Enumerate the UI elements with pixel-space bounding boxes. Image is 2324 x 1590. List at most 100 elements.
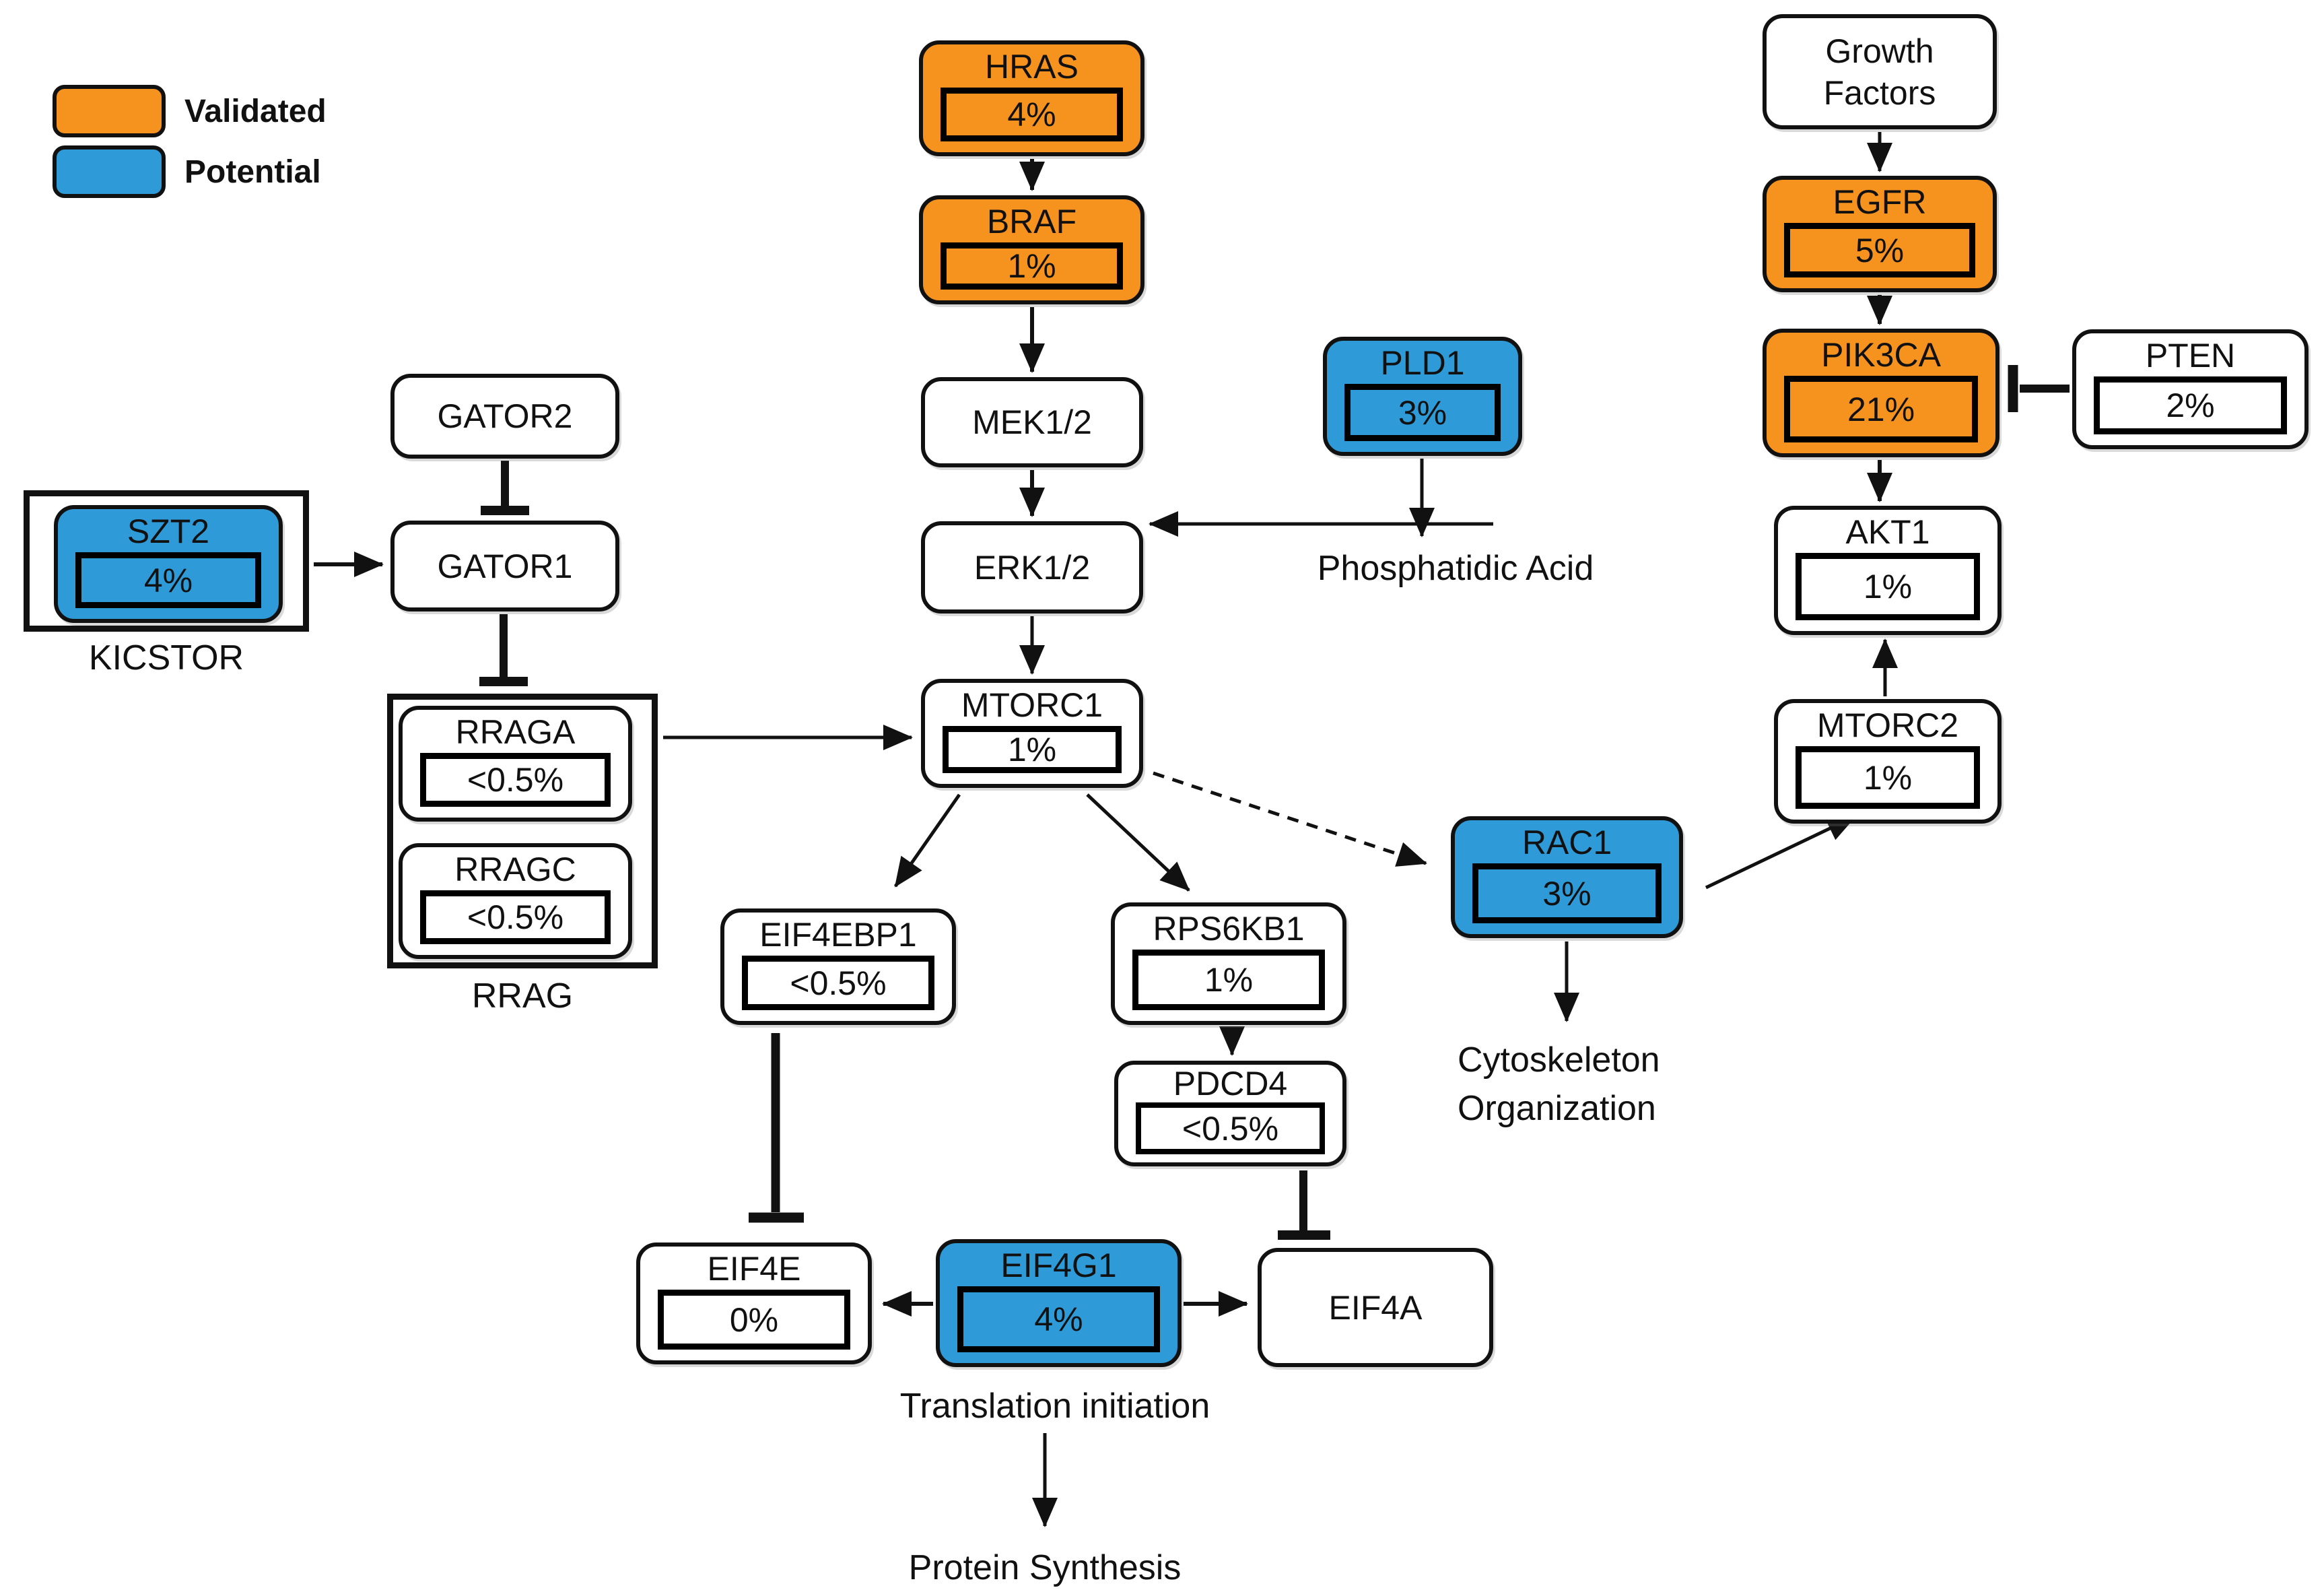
node-title-hras: HRAS — [985, 48, 1079, 86]
node-frequency-box-eif4ebp1: <0.5% — [742, 956, 934, 1010]
node-frequency-value-rraga: <0.5% — [467, 761, 564, 799]
node-frequency-value-rps6kb1: 1% — [1204, 961, 1254, 999]
node-title-akt1: AKT1 — [1845, 513, 1930, 551]
node-frequency-value-eif4ebp1: <0.5% — [790, 964, 887, 1002]
node-title-pik3ca: PIK3CA — [1821, 336, 1941, 374]
legend-item-validated: Validated — [53, 84, 327, 139]
node-frequency-box-pdcd4: <0.5% — [1136, 1102, 1325, 1154]
node-title-line: GATOR1 — [437, 547, 573, 585]
node-frequency-value-braf: 1% — [1007, 247, 1056, 285]
node-rraga: RRAGA <0.5% — [399, 706, 632, 822]
node-frequency-box-rragc: <0.5% — [420, 890, 611, 944]
edge-rac1-mtorc2-arrow — [1705, 814, 1857, 890]
node-frequency-box-rraga: <0.5% — [420, 753, 611, 807]
node-frequency-box-eif4g1: 4% — [957, 1286, 1160, 1352]
edge-mtorc1-eif4ebp1-arrow — [893, 793, 961, 888]
node-frequency-value-pld1: 3% — [1398, 393, 1447, 432]
node-frequency-value-szt2: 4% — [143, 561, 193, 599]
node-frequency-value-akt1: 1% — [1863, 568, 1913, 605]
legend-label-potential: Potential — [184, 154, 321, 190]
node-title-pten: PTEN — [2145, 337, 2236, 374]
label-line: Organization — [1458, 1089, 1656, 1128]
node-szt2: SZT2 4% — [54, 505, 283, 623]
node-mtorc2: MTORC2 1% — [1774, 699, 2002, 824]
node-frequency-value-mtorc2: 1% — [1863, 758, 1913, 797]
node-frequency-value-hras: 4% — [1007, 96, 1056, 133]
node-title-eif4a: EIF4A — [1262, 1252, 1489, 1363]
node-frequency-box-pten: 2% — [2094, 376, 2287, 434]
legend-item-potential: Potential — [53, 144, 327, 199]
node-frequency-box-szt2: 4% — [75, 552, 261, 608]
node-rragc: RRAGC<0.5% — [399, 843, 632, 959]
node-pten: PTEN 2% — [2072, 329, 2309, 449]
node-frequency-box-pik3ca: 21% — [1784, 376, 1978, 442]
node-title-gator2: GATOR2 — [395, 378, 615, 455]
node-title-eif4e: EIF4E — [707, 1250, 801, 1288]
node-frequency-box-braf: 1% — [941, 242, 1123, 290]
label-translation-initiation: Translation initiation — [899, 1387, 1210, 1426]
node-title-line: EIF4A — [1328, 1288, 1423, 1327]
node-frequency-box-rps6kb1: 1% — [1132, 950, 1325, 1010]
node-pik3ca: PIK3CA 21% — [1763, 329, 2000, 457]
node-title-pld1: PLD1 — [1380, 344, 1465, 382]
node-title-eif4g1: EIF4G1 — [1000, 1247, 1117, 1284]
legend-label-validated: Validated — [184, 93, 327, 129]
node-frequency-value-rac1: 3% — [1542, 874, 1592, 913]
node-title-mtorc2: MTORC2 — [1816, 706, 1959, 744]
node-title-szt2: SZT2 — [127, 512, 210, 550]
node-frequency-box-pld1: 3% — [1344, 384, 1501, 441]
legend: Validated Potential — [53, 84, 327, 205]
edge-mtorc1-rac1-arrow — [1153, 771, 1427, 867]
node-frequency-box-egfr: 5% — [1784, 223, 1975, 277]
node-title-mek12: MEK1/2 — [925, 381, 1139, 463]
node-akt1: AKT1 1% — [1774, 506, 2002, 635]
node-eif4a: EIF4A — [1258, 1248, 1493, 1367]
node-frequency-value-pten: 2% — [2166, 387, 2215, 424]
node-title-line: Growth — [1825, 32, 1934, 70]
node-title-line: MEK1/2 — [972, 403, 1092, 441]
node-rps6kb1: RPS6KB1 1% — [1111, 902, 1346, 1025]
node-title-rac1: RAC1 — [1522, 824, 1612, 861]
node-title-line: Factors — [1823, 73, 1936, 112]
group-label-kicstor: KICSTOR — [88, 638, 244, 677]
label-protein-synthesis: Protein Synthesis — [908, 1548, 1182, 1587]
node-hras: HRAS 4% — [919, 40, 1144, 156]
node-rac1: RAC1 3% — [1451, 816, 1683, 938]
node-title-erk12: ERK1/2 — [925, 525, 1139, 609]
node-title-rraga: RRAGA — [455, 713, 576, 751]
node-mek12: MEK1/2 — [921, 377, 1143, 467]
node-title-pdcd4: PDCD4 — [1173, 1065, 1288, 1102]
node-pdcd4: PDCD4 <0.5% — [1114, 1061, 1346, 1166]
node-frequency-box-akt1: 1% — [1796, 553, 1980, 620]
node-frequency-value-pik3ca: 21% — [1847, 390, 1915, 428]
node-title-rragc: RRAGC — [454, 851, 576, 888]
node-frequency-box-eif4e: 0% — [658, 1290, 850, 1350]
node-frequency-value-pdcd4: <0.5% — [1182, 1109, 1279, 1148]
node-title-eif4ebp1: EIF4EBP1 — [759, 916, 917, 954]
node-title-rps6kb1: RPS6KB1 — [1153, 910, 1305, 948]
node-gator2: GATOR2 — [390, 374, 619, 459]
label-line: Cytoskeleton — [1458, 1040, 1660, 1080]
node-title-mtorc1: MTORC1 — [961, 686, 1103, 724]
node-title-egfr: EGFR — [1833, 183, 1927, 221]
node-pld1: PLD1 3% — [1323, 337, 1522, 456]
edge-mtorc1-rps6kb1-arrow — [1086, 793, 1190, 892]
node-frequency-box-hras: 4% — [941, 88, 1123, 141]
node-frequency-box-mtorc1: 1% — [943, 726, 1122, 773]
legend-swatch-potential-icon — [53, 145, 166, 198]
node-frequency-box-mtorc2: 1% — [1796, 746, 1980, 809]
node-gator1: GATOR1 — [390, 521, 619, 611]
label-phosphatidic-acid: Phosphatidic Acid — [1317, 549, 1594, 588]
node-erk12: ERK1/2 — [921, 521, 1143, 614]
legend-swatch-validated-icon — [53, 85, 166, 137]
node-title-line: ERK1/2 — [973, 548, 1091, 587]
